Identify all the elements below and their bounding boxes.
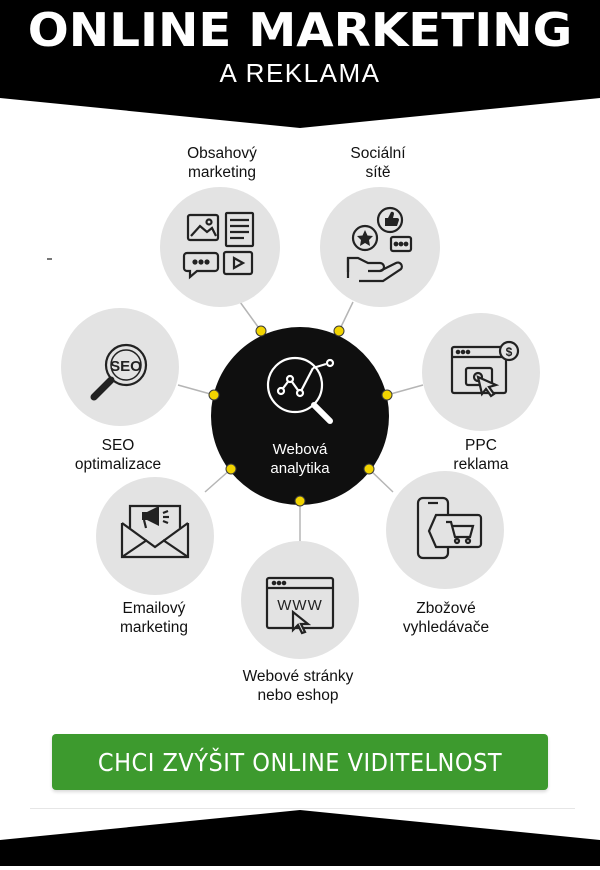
node-socialni-site — [320, 187, 440, 307]
label-line: reklama — [453, 456, 509, 473]
label-zbozove: Zbožové vyhledávače — [403, 599, 489, 637]
header-banner: ONLINE MARKETING A REKLAMA — [0, 0, 600, 132]
email-megaphone-icon — [120, 504, 190, 559]
label-emailovy: Emailový marketing — [120, 599, 188, 637]
label-line: optimalizace — [74, 456, 162, 473]
footer-banner — [0, 810, 600, 866]
label-seo: SEO optimalizace — [75, 436, 161, 474]
ppc-click-icon: $ — [450, 340, 520, 398]
label-line: vyhledávače — [402, 619, 490, 636]
label-line: Zbožové — [416, 600, 476, 617]
label-webove-stranky: Webové stránky nebo eshop — [243, 667, 354, 705]
page-title: ONLINE MARKETING — [27, 3, 573, 57]
label-ppc: PPC reklama — [453, 436, 508, 474]
label-obsahovy-marketing: Obsahový marketing — [187, 144, 257, 182]
center-label: Webová analytika — [270, 440, 329, 478]
node-emailovy — [96, 477, 214, 595]
center-circle — [211, 327, 389, 505]
svg-text:SEO: SEO — [110, 358, 142, 375]
magnifier-analytics-icon — [266, 356, 335, 424]
label-line: Obsahový — [187, 145, 257, 162]
node-webove-stranky — [241, 541, 359, 659]
node-seo — [61, 308, 179, 426]
node-ppc — [422, 313, 540, 431]
content-media-icon — [182, 211, 255, 280]
www-browser-icon: WWW — [265, 576, 335, 635]
label-line: marketing — [119, 619, 189, 636]
phone-cart-icon — [416, 496, 483, 560]
divider — [30, 808, 575, 809]
label-line: Emailový — [122, 600, 186, 617]
page-subtitle: A REKLAMA — [219, 58, 381, 88]
label-socialni-site: Sociální sítě — [350, 144, 405, 182]
header-background — [0, 0, 600, 128]
label-line: nebo eshop — [257, 687, 339, 704]
stray-mark — [47, 258, 52, 260]
label-line: PPC — [465, 437, 497, 454]
node-circles — [61, 187, 540, 659]
label-line: sítě — [365, 164, 391, 181]
connector-lines — [177, 301, 424, 542]
label-line: marketing — [187, 164, 257, 181]
label-line: Sociální — [350, 145, 406, 162]
node-obsahovy-marketing — [160, 187, 280, 307]
svg-text:$: $ — [506, 345, 513, 359]
seo-magnifier-icon: SEO — [90, 343, 148, 401]
label-line: SEO — [101, 437, 135, 454]
center-label-line: Webová — [272, 441, 328, 458]
social-hand-icon — [346, 206, 413, 283]
connector-dots — [208, 325, 393, 507]
cta-button[interactable]: CHCI ZVÝŠIT ONLINE VIDITELNOST — [52, 734, 548, 790]
footer-background — [0, 810, 600, 866]
label-line: Webové stránky — [242, 668, 354, 685]
center-label-line: analytika — [270, 460, 330, 477]
svg-text:WWW: WWW — [277, 597, 322, 614]
